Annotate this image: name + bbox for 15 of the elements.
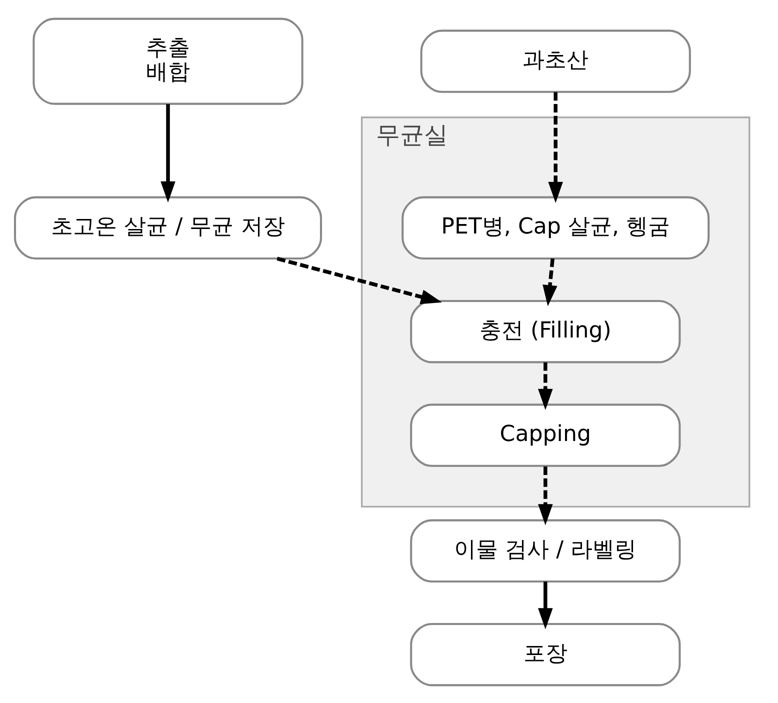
- node-box: 추출 배합: [32, 17, 304, 104]
- arrow: [548, 92, 563, 202]
- node-box: PET병, Cap 살균, 헹굼: [402, 196, 710, 260]
- node-box: 포장: [410, 622, 681, 686]
- node-box: 과초산: [420, 29, 691, 92]
- arrow: [542, 258, 558, 306]
- node-box: 충전 (Filling): [410, 299, 681, 363]
- arrow: [538, 466, 553, 525]
- arrow: [160, 104, 176, 202]
- node-box: 이물 검사 / 라벨링: [410, 518, 681, 582]
- arrow: [538, 362, 553, 410]
- arrow: [538, 581, 553, 629]
- arrow: [276, 256, 442, 304]
- node-box: 초고온 살균 / 무균 저장: [14, 196, 322, 260]
- node-box: Capping: [410, 403, 681, 466]
